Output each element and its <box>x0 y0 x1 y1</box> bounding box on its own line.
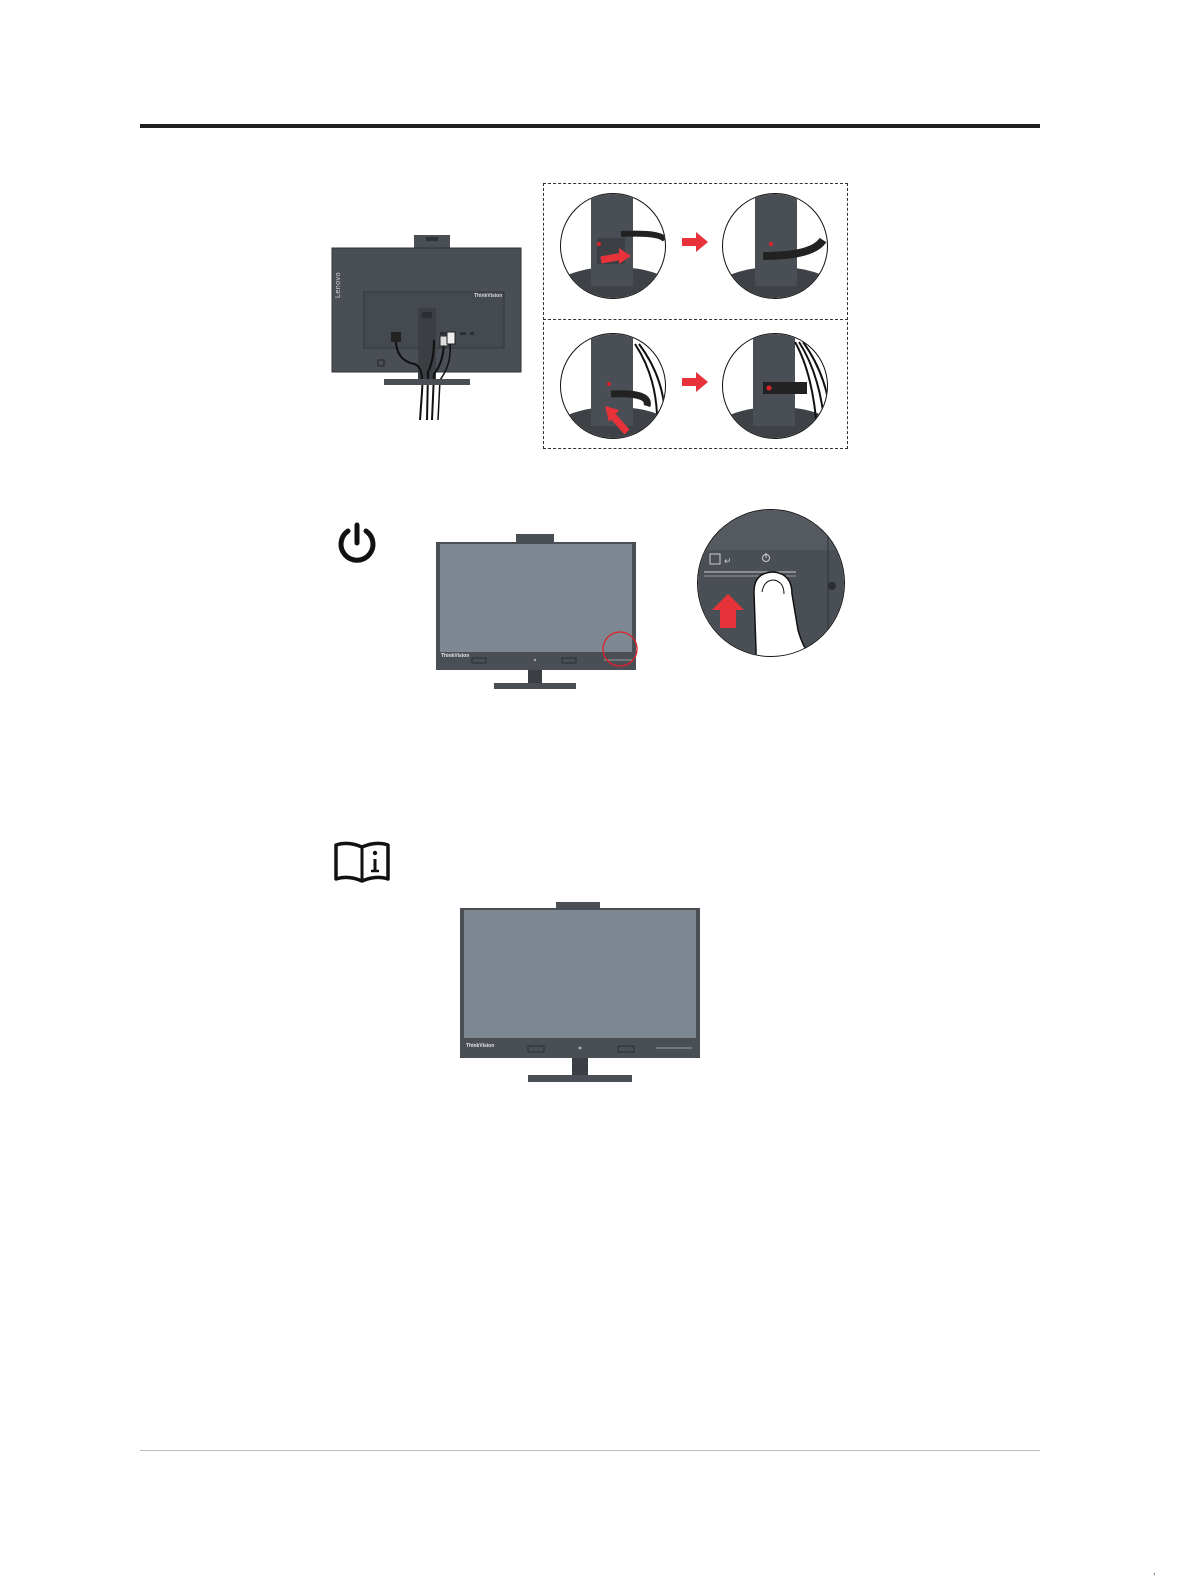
clip-step-1-before <box>560 193 666 299</box>
cable-clip-steps-divider <box>543 319 848 320</box>
svg-text:↵: ↵ <box>724 556 732 566</box>
power-button-zoom: ↵ <box>697 509 845 657</box>
monitor-front-illustration <box>432 532 642 692</box>
rear-brand-logo: ThinkVision <box>474 293 502 299</box>
lenovo-logo: Lenovo <box>335 276 365 298</box>
clip-step-2-after <box>722 333 828 439</box>
right-arrow-icon <box>682 372 708 392</box>
power-icon <box>334 521 380 567</box>
front-brand-logo: ThinkVision <box>441 653 469 659</box>
monitor-front-illustration-large <box>456 900 702 1092</box>
footer-rule <box>140 1450 1040 1451</box>
book-info-icon <box>332 839 392 885</box>
front-brand-logo-large: ThinkVision <box>466 1043 494 1049</box>
clip-step-2-before <box>560 333 666 439</box>
page-corner-mark: , <box>1153 1566 1156 1576</box>
right-arrow-icon <box>682 232 708 252</box>
monitor-rear-illustration <box>330 232 525 422</box>
clip-step-1-after <box>722 193 828 299</box>
header-rule <box>140 124 1040 128</box>
